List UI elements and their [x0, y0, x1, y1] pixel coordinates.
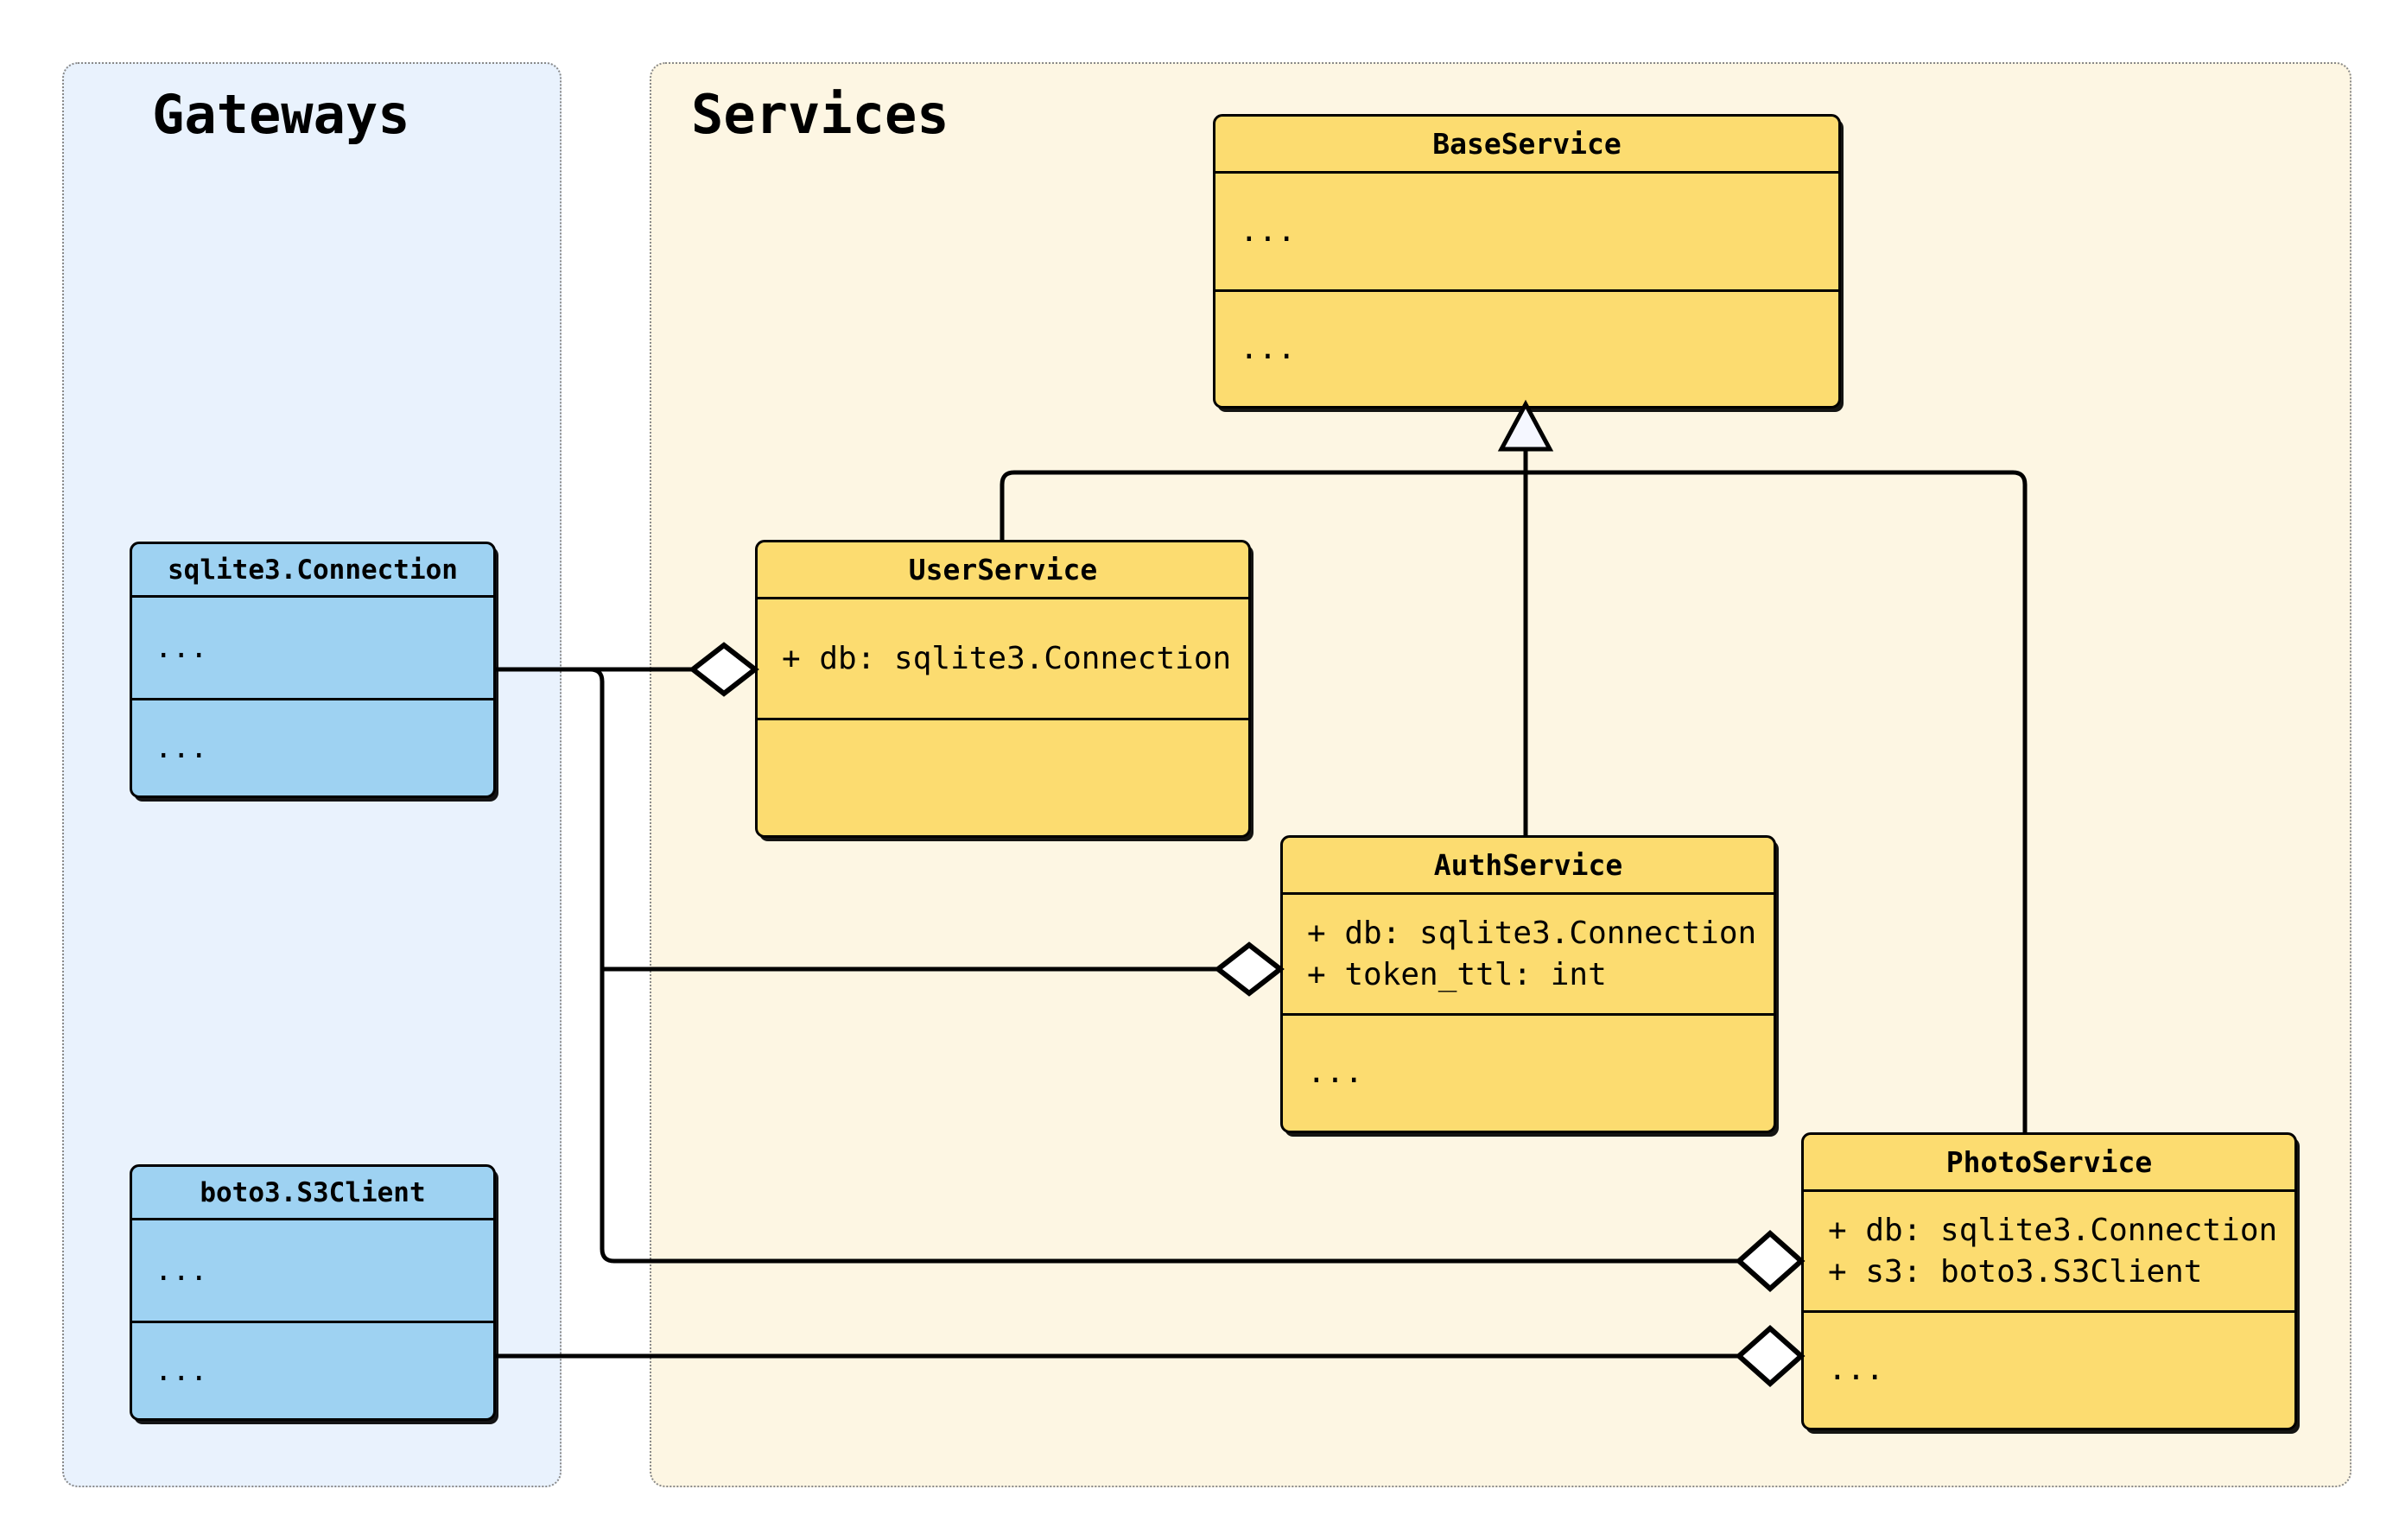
attribute-row: + token_ttl: int — [1307, 956, 1607, 992]
class-attributes-authservice: + db: sqlite3.Connection + token_ttl: in… — [1283, 895, 1774, 1013]
package-services-title: Services — [691, 83, 949, 146]
attribute-row: + s3: boto3.S3Client — [1828, 1253, 2203, 1290]
class-box-sqlite3-connection[interactable]: sqlite3.Connection ... ... — [130, 542, 496, 798]
class-methods-authservice: ... — [1283, 1013, 1774, 1130]
attribute-row: + db: sqlite3.Connection — [1828, 1212, 2278, 1248]
class-methods-userservice — [758, 718, 1248, 834]
class-methods-boto3-s3client: ... — [132, 1321, 493, 1418]
class-methods-photoservice: ... — [1804, 1310, 2294, 1427]
class-attributes-boto3-s3client: ... — [132, 1220, 493, 1321]
attribute-row: ... — [155, 630, 208, 665]
attribute-row: ... — [1240, 213, 1297, 250]
package-gateways-title: Gateways — [152, 83, 410, 146]
class-box-photoservice[interactable]: PhotoService + db: sqlite3.Connection + … — [1801, 1132, 2297, 1430]
method-row: ... — [155, 730, 208, 765]
class-box-baseservice[interactable]: BaseService ... ... — [1213, 114, 1841, 409]
class-methods-baseservice: ... — [1215, 289, 1838, 406]
class-attributes-baseservice: ... — [1215, 174, 1838, 289]
attribute-row: + db: sqlite3.Connection — [782, 640, 1232, 676]
class-name-photoservice: PhotoService — [1804, 1135, 2294, 1192]
class-name-boto3-s3client: boto3.S3Client — [132, 1167, 493, 1220]
class-name-authservice: AuthService — [1283, 838, 1774, 895]
class-attributes-sqlite3-connection: ... — [132, 598, 493, 698]
method-row: ... — [155, 1353, 208, 1388]
method-row: ... — [1828, 1352, 1885, 1388]
class-attributes-photoservice: + db: sqlite3.Connection + s3: boto3.S3C… — [1804, 1192, 2294, 1310]
class-name-userservice: UserService — [758, 542, 1248, 599]
method-row: ... — [1307, 1055, 1364, 1091]
class-box-authservice[interactable]: AuthService + db: sqlite3.Connection + t… — [1280, 835, 1776, 1133]
class-name-baseservice: BaseService — [1215, 117, 1838, 174]
class-attributes-userservice: + db: sqlite3.Connection — [758, 599, 1248, 718]
class-box-boto3-s3client[interactable]: boto3.S3Client ... ... — [130, 1164, 496, 1421]
attribute-row: + db: sqlite3.Connection — [1307, 915, 1757, 951]
method-row: ... — [1240, 331, 1297, 367]
attribute-row: ... — [155, 1252, 208, 1288]
class-methods-sqlite3-connection: ... — [132, 698, 493, 795]
class-box-userservice[interactable]: UserService + db: sqlite3.Connection — [755, 540, 1251, 838]
class-name-sqlite3-connection: sqlite3.Connection — [132, 544, 493, 598]
